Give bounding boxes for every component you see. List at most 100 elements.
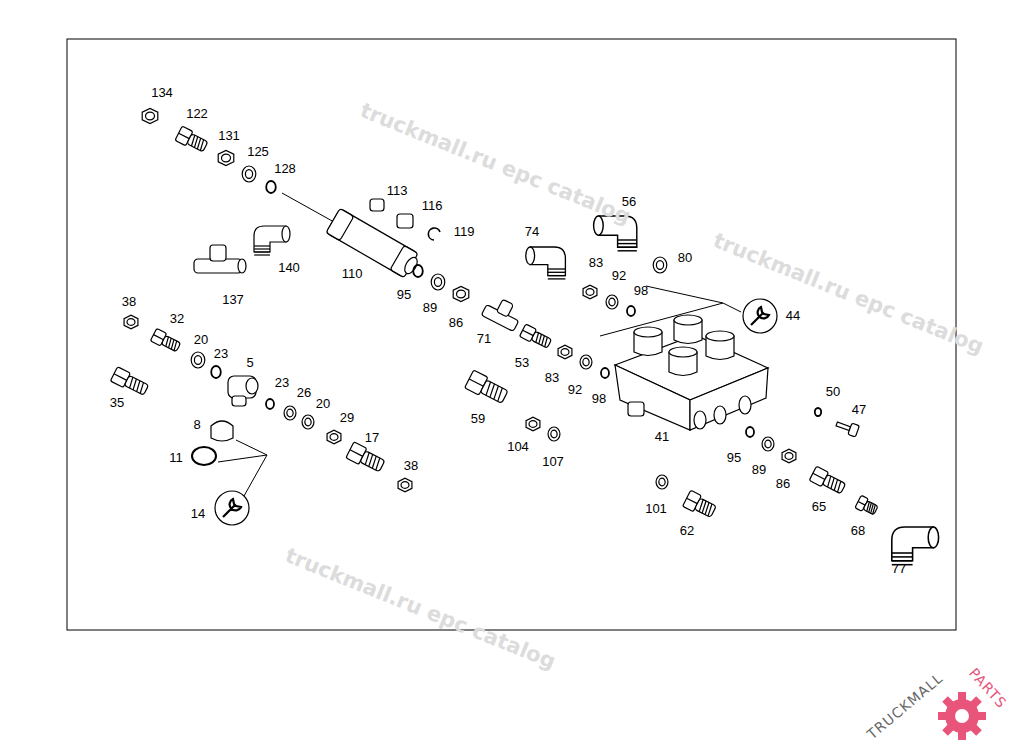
callout-number: 50 (826, 385, 840, 398)
threaded-fitting (683, 490, 718, 520)
leader-line (282, 193, 334, 222)
callout-number: 56 (622, 195, 636, 208)
elbow-fitting (526, 247, 566, 279)
seal-ring (413, 265, 423, 277)
callout-number: 47 (852, 403, 866, 416)
hex-nut (218, 150, 234, 165)
seal-ring (627, 306, 635, 316)
callout-number: 101 (645, 502, 667, 515)
callout-number: 8 (193, 418, 200, 431)
washer (242, 166, 256, 182)
threaded-fitting (175, 126, 209, 154)
frame (67, 39, 956, 630)
pipe-fitting (326, 208, 422, 280)
callout-number: 134 (151, 86, 173, 99)
threaded-fitting (465, 370, 510, 406)
hex-nut (558, 345, 572, 359)
callout-number: 59 (471, 412, 485, 425)
callout-number: 68 (851, 524, 865, 537)
washer (548, 427, 560, 441)
elbow-fitting (892, 527, 939, 565)
callout-number: 5 (246, 356, 253, 369)
washer (191, 352, 205, 368)
threaded-fitting (519, 324, 552, 350)
callout-number: 23 (214, 347, 228, 360)
o-ring (192, 447, 216, 465)
watermark: truckmall.ru epc catalog (282, 545, 558, 673)
callout-number: 95 (397, 288, 411, 301)
callout-number: 119 (454, 225, 475, 238)
sleeve (397, 214, 413, 228)
callout-number: 65 (812, 500, 826, 513)
seal-ring (211, 366, 221, 378)
callout-number: 26 (297, 386, 311, 399)
hex-nut (782, 449, 796, 463)
callout-number: 89 (752, 463, 766, 476)
callout-number: 92 (612, 269, 626, 282)
washer (284, 406, 296, 420)
cap (211, 421, 233, 441)
valve-block (615, 315, 768, 430)
callout-number: 89 (423, 301, 437, 314)
bracket-line (236, 440, 267, 496)
threaded-fitting (346, 442, 386, 474)
seal-ring (815, 408, 821, 416)
callout-number: 95 (727, 451, 741, 464)
bracket-line (218, 455, 267, 462)
callout-number: 11 (169, 451, 183, 464)
callout-number: 92 (568, 383, 582, 396)
seal-ring (266, 399, 274, 409)
watermark: truckmall.ru epc catalog (357, 100, 633, 228)
callout-number: 125 (247, 145, 269, 158)
logo-gear (938, 692, 986, 740)
threaded-fitting (809, 466, 847, 496)
callout-number: 137 (222, 293, 244, 306)
washer (762, 437, 774, 451)
callout-number: 41 (655, 430, 669, 443)
callout-number: 53 (515, 356, 529, 369)
washer (302, 415, 314, 429)
elbow-fitting (254, 226, 290, 255)
washer (580, 355, 592, 369)
callout-number: 86 (449, 316, 463, 329)
hex-nut (124, 315, 138, 329)
callout-number: 74 (525, 225, 539, 238)
callout-number: 110 (342, 267, 363, 280)
washer (653, 257, 667, 273)
hex-nut (526, 417, 540, 431)
tee-fitting (194, 245, 246, 273)
bracket-line (646, 286, 741, 312)
hex-nut (142, 108, 158, 123)
callout-number: 29 (340, 411, 354, 424)
bracket-line (600, 303, 723, 336)
hex-nut (583, 285, 597, 299)
callout-number: 80 (678, 251, 692, 264)
callout-number: 83 (545, 371, 559, 384)
callout-number: 20 (194, 333, 208, 346)
callout-number: 131 (218, 129, 240, 142)
callout-number: 38 (404, 459, 418, 472)
sleeve (370, 199, 384, 211)
callout-number: 122 (186, 107, 208, 120)
callout-number: 128 (274, 162, 296, 175)
threaded-fitting (150, 328, 181, 353)
callout-number: 23 (275, 376, 289, 389)
logo-text: TRUCKMALL (865, 671, 946, 742)
callout-number: 62 (680, 524, 694, 537)
callout-number: 98 (634, 284, 648, 297)
callout-number: 104 (507, 440, 529, 453)
callout-number: 14 (191, 507, 205, 520)
callout-number: 116 (422, 199, 443, 212)
callout-number: 113 (387, 184, 408, 197)
seal-ring (746, 427, 754, 437)
seal-ring (266, 181, 276, 193)
washer (606, 295, 618, 309)
callout-number: 83 (589, 256, 603, 269)
callout-number: 107 (542, 455, 564, 468)
callout-number: 77 (892, 562, 906, 575)
callout-number: 86 (776, 477, 790, 490)
banjo-block (228, 376, 258, 406)
callout-number: 35 (110, 396, 124, 409)
screw (835, 418, 860, 437)
